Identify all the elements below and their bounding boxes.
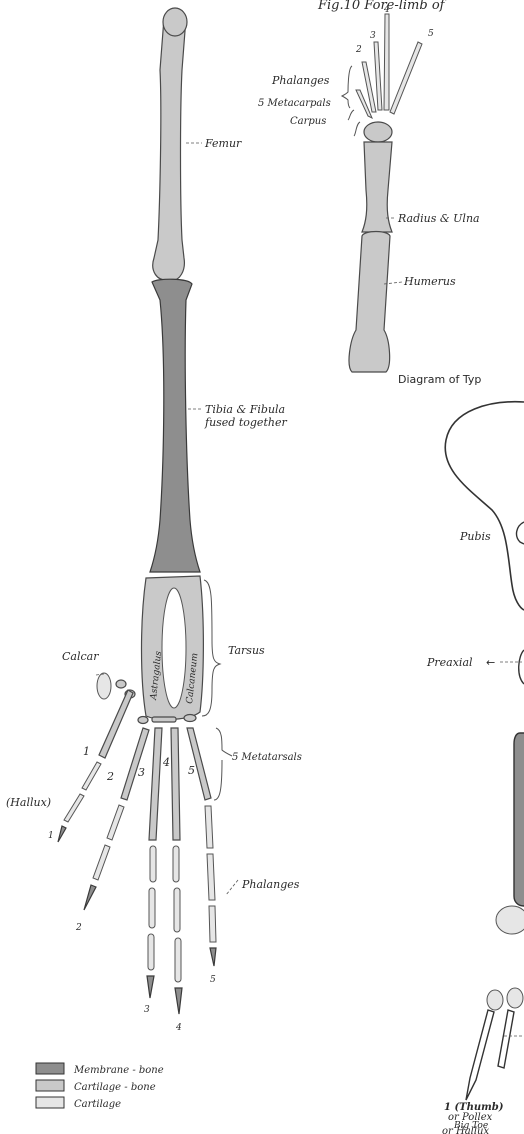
thumb-label-4: or Hallux xyxy=(442,1126,489,1134)
phalanges-label: Phalanges xyxy=(241,878,300,891)
digit-1-phalanges xyxy=(58,762,101,842)
acetabulum-edge xyxy=(519,650,524,684)
fore-phalanges-label: Phalanges xyxy=(271,74,330,87)
fore-phalanges-brace xyxy=(342,66,352,108)
digit-number-1: 1 xyxy=(83,745,90,758)
tibia-fibula-label-1: Tibia & Fibula xyxy=(205,403,285,416)
fore-digit-number-5: 5 xyxy=(428,29,434,39)
fig-title: Fig.10 Fore-limb of xyxy=(317,0,447,13)
humerus-label: Humerus xyxy=(403,275,456,288)
humerus-bone xyxy=(349,232,390,373)
legend-label-cartilage-bone: Cartilage - bone xyxy=(74,1082,156,1093)
metatarsal-brace xyxy=(214,728,232,800)
radius-ulna-bone xyxy=(362,142,392,232)
tip-number-3: 3 xyxy=(144,1005,150,1015)
fore-metacarpals-brace xyxy=(348,110,354,120)
preaxial-arrow: ← xyxy=(486,656,495,669)
legend-label-cartilage: Cartilage xyxy=(74,1099,121,1110)
digit-5-phalanges xyxy=(205,806,216,966)
tarsus-gap xyxy=(162,588,186,708)
small-tarsal-5 xyxy=(184,715,196,722)
phalanges-leader xyxy=(226,880,238,895)
metatarsal-4 xyxy=(171,728,180,840)
diagram-tarsal-1 xyxy=(496,906,524,934)
tip-number-2: 2 xyxy=(75,923,82,933)
fore-digit-3 xyxy=(374,42,382,110)
calcar-bone xyxy=(97,673,111,699)
metatarsals-label: 5 Metatarsals xyxy=(232,752,302,763)
digit-4-phalanges xyxy=(173,846,182,1014)
metatarsal-3 xyxy=(149,728,162,840)
femur-label: Femur xyxy=(204,137,242,150)
fore-digit-4 xyxy=(384,14,389,110)
femur-bone xyxy=(153,11,186,281)
small-tarsal-3 xyxy=(138,717,148,724)
legend-swatch-membrane xyxy=(36,1063,64,1074)
tip-number-1: 1 xyxy=(48,831,54,841)
metatarsal-2 xyxy=(121,728,149,800)
small-tarsal-1 xyxy=(116,680,126,688)
digit-number-5: 5 xyxy=(188,764,195,777)
legend-swatch-cartilage-bone xyxy=(36,1080,64,1091)
digit-number-4: 4 xyxy=(162,756,170,769)
tibia-fibula-bone xyxy=(150,279,200,572)
fore-carpus-brace xyxy=(354,122,360,136)
fore-carpus-label: Carpus xyxy=(290,116,326,127)
tip-number-4: 4 xyxy=(175,1023,182,1033)
diagram-long-bone xyxy=(514,733,524,906)
diagram-digit-1 xyxy=(466,1010,494,1100)
metatarsal-1 xyxy=(99,690,133,758)
hallux-label: (Hallux) xyxy=(6,796,51,809)
tarsus-brace xyxy=(202,580,220,716)
hindlimb: Astragalus Calcaneum xyxy=(6,8,302,1033)
fore-digit-number-4: 4 xyxy=(383,5,390,15)
tip-number-5: 5 xyxy=(210,975,216,985)
small-tarsal-4 xyxy=(152,717,176,722)
diagram-digit-head-1 xyxy=(487,990,503,1010)
fore-metacarpals-label: 5 Metacarpals xyxy=(258,98,331,109)
carpus-bone xyxy=(364,122,392,142)
fore-digit-number-2: 2 xyxy=(355,45,362,55)
femur-head xyxy=(163,8,187,36)
preaxial-label: Preaxial xyxy=(426,656,473,669)
fore-digit-5 xyxy=(390,42,422,114)
radius-ulna-label: Radius & Ulna xyxy=(397,212,480,225)
digit-3-phalanges xyxy=(147,846,156,998)
digit-number-3: 3 xyxy=(138,766,145,779)
type-diagram: Diagram of Typ Pubis Preaxial ← 1 (Thumb… xyxy=(398,373,524,1134)
diagram-digit-2 xyxy=(498,1010,514,1068)
legend-label-membrane: Membrane - bone xyxy=(73,1065,164,1076)
tarsus-label: Tarsus xyxy=(228,644,265,657)
pelvis-shape xyxy=(445,402,524,610)
digit-number-2: 2 xyxy=(106,770,114,783)
pubis-label: Pubis xyxy=(459,530,491,543)
forelimb: Fig.10 Fore-limb of 2 3 4 5 Phalanges 5 … xyxy=(258,0,480,372)
type-diagram-title: Diagram of Typ xyxy=(398,373,481,386)
calcar-label: Calcar xyxy=(62,650,99,663)
legend: Membrane - bone Cartilage - bone Cartila… xyxy=(36,1063,164,1110)
digit-2-phalanges xyxy=(84,805,124,910)
tibia-fibula-label-2: fused together xyxy=(204,416,287,429)
legend-swatch-cartilage xyxy=(36,1097,64,1108)
fore-digit-number-3: 3 xyxy=(370,31,376,41)
diagram-digit-head-2 xyxy=(507,988,523,1008)
